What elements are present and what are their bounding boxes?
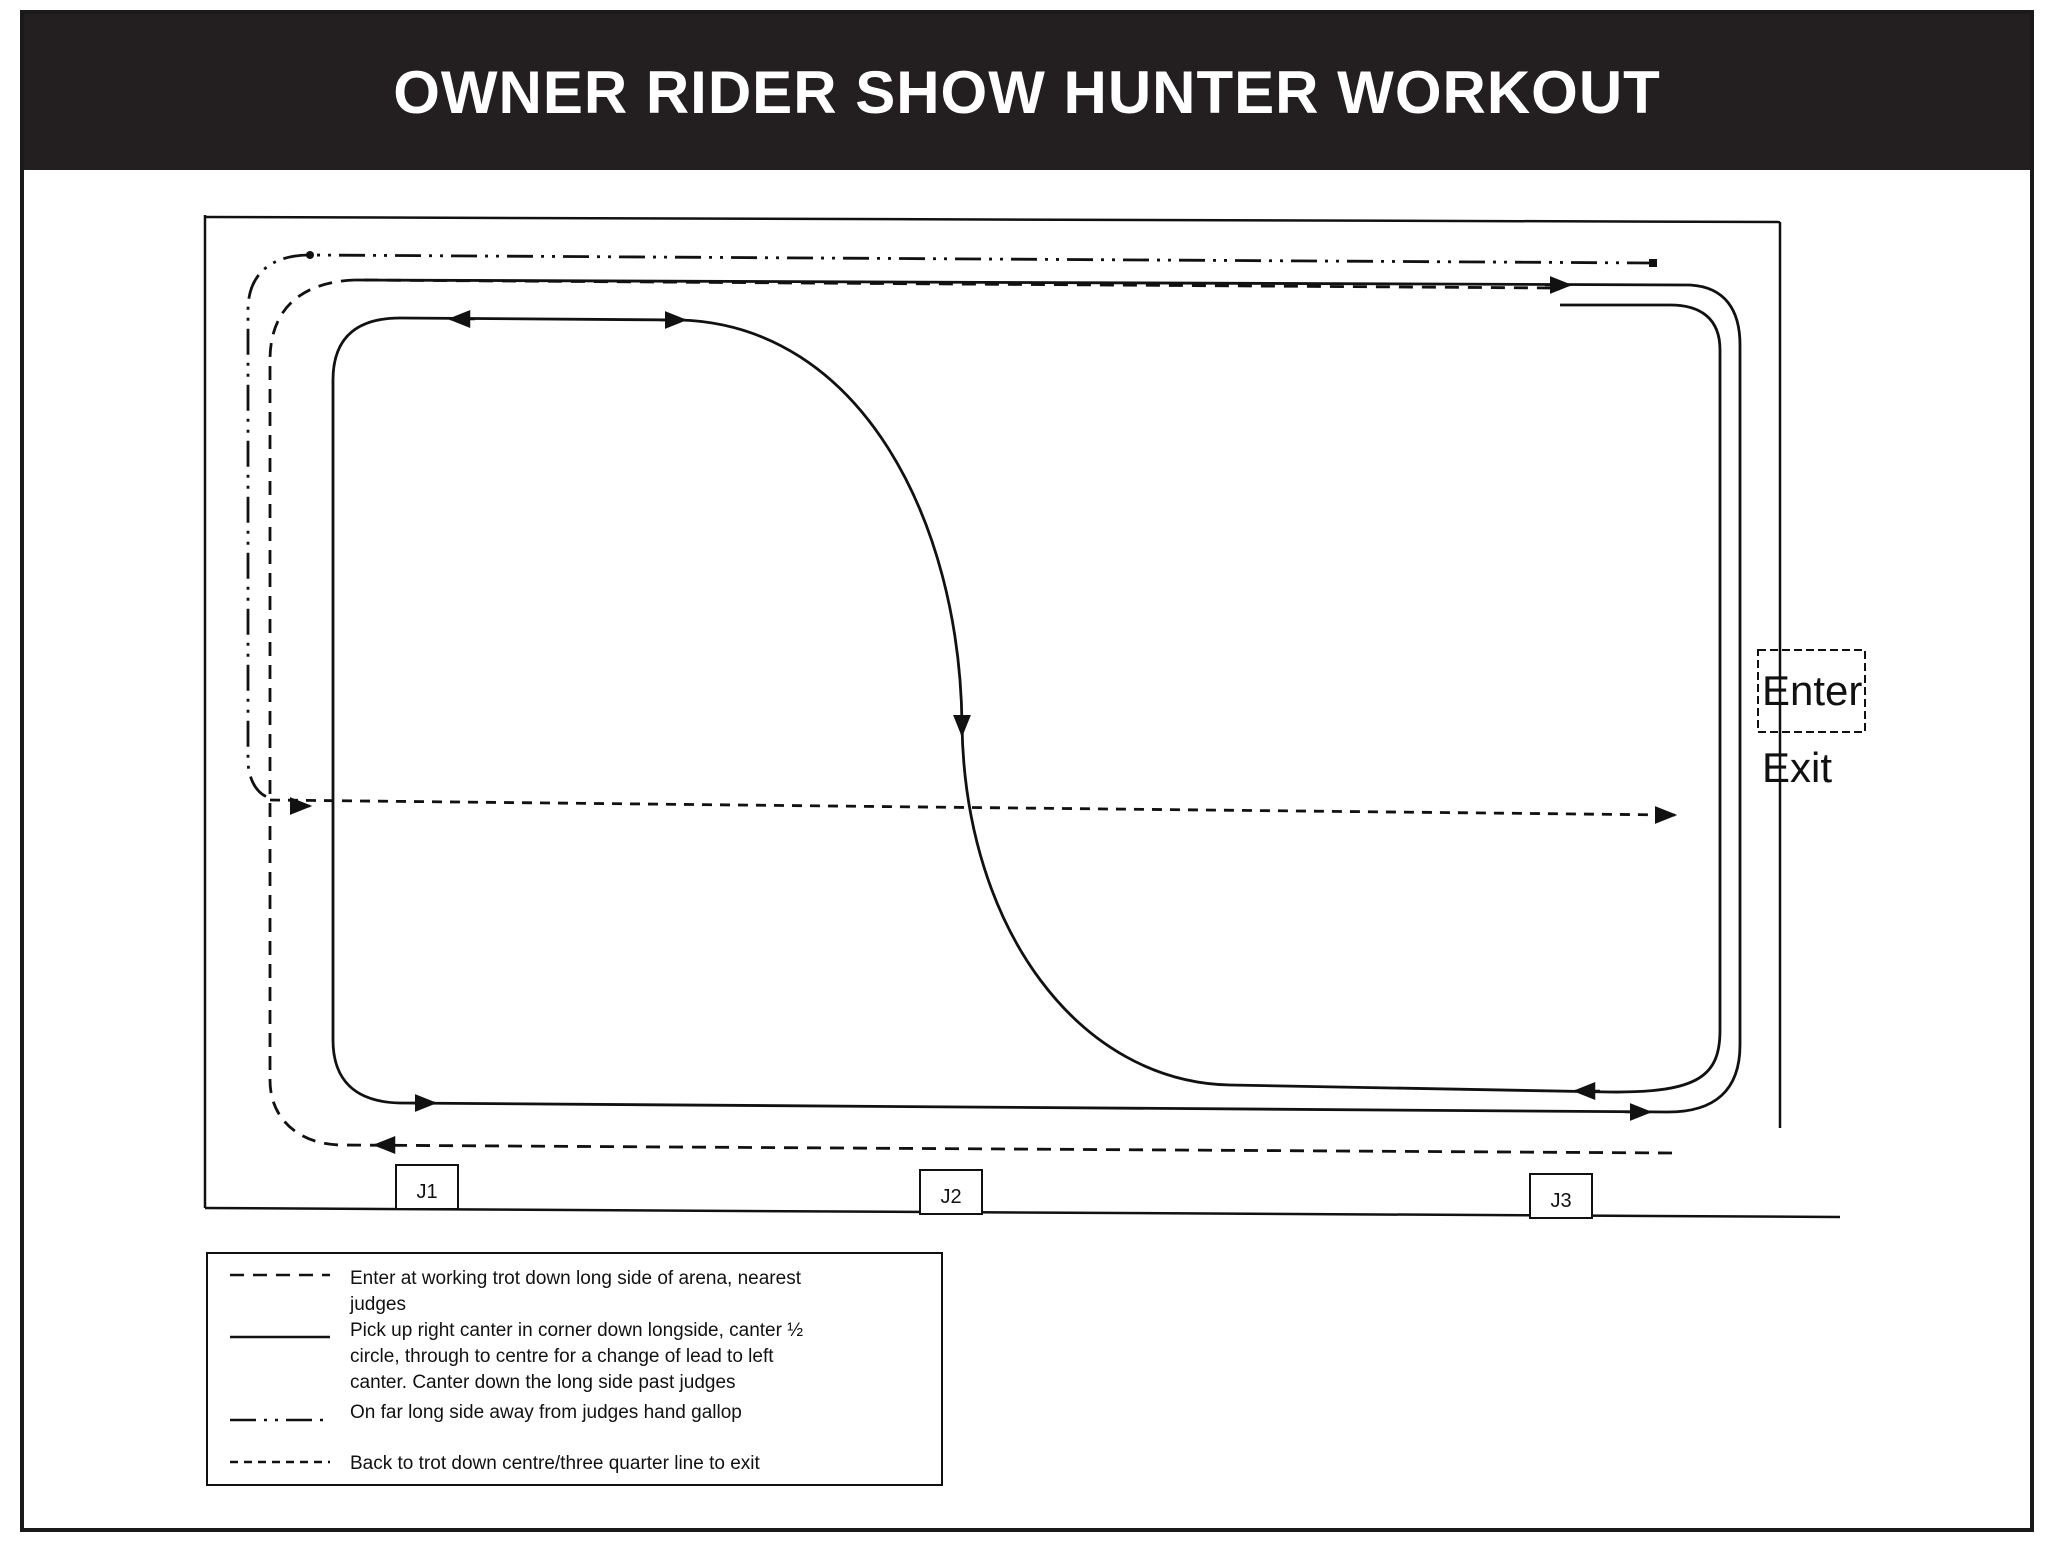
legend-item-2-line-2: circle, through to centre for a change o… (350, 1346, 774, 1367)
judge-j3: J3 (1529, 1173, 1593, 1219)
judge-j1-label: J1 (416, 1181, 437, 1203)
legend-item-2-line-3: canter. Canter down the long side past j… (350, 1372, 736, 1393)
hand-gallop-path (246, 253, 1654, 800)
legend-box (206, 1252, 943, 1486)
legend-item-4-line-1: Back to trot down centre/three quarter l… (350, 1453, 760, 1474)
gallop-marker-left (306, 251, 314, 259)
legend: Enter at working trot down long side of … (206, 1252, 943, 1486)
legend-item-2-line-1: Pick up right canter in corner down long… (350, 1320, 803, 1341)
legend-item-1-line-1: Enter at working trot down long side of … (350, 1268, 802, 1289)
judge-j2-label: J2 (940, 1186, 961, 1208)
judge-j1: J1 (395, 1164, 459, 1210)
title-bar: OWNER RIDER SHOW HUNTER WORKOUT (24, 14, 2030, 170)
page-title: OWNER RIDER SHOW HUNTER WORKOUT (393, 58, 1661, 126)
legend-item-1-line-2: judges (349, 1294, 406, 1315)
gallop-marker-right (1649, 259, 1657, 267)
enter-label: Enter (1762, 667, 1862, 714)
trot-entry-path (268, 278, 1673, 1155)
canter-inner-track (331, 303, 1722, 1094)
judge-j2: J2 (919, 1169, 983, 1215)
arena-boundary (203, 215, 1841, 1219)
legend-item-3-line-1: On far long side away from judges hand g… (350, 1402, 742, 1423)
arena-top-wall (204, 215, 1781, 224)
exit-label: Exit (1762, 744, 1832, 791)
canter-outer-track (331, 278, 1742, 1114)
judge-j3-label: J3 (1550, 1190, 1571, 1212)
